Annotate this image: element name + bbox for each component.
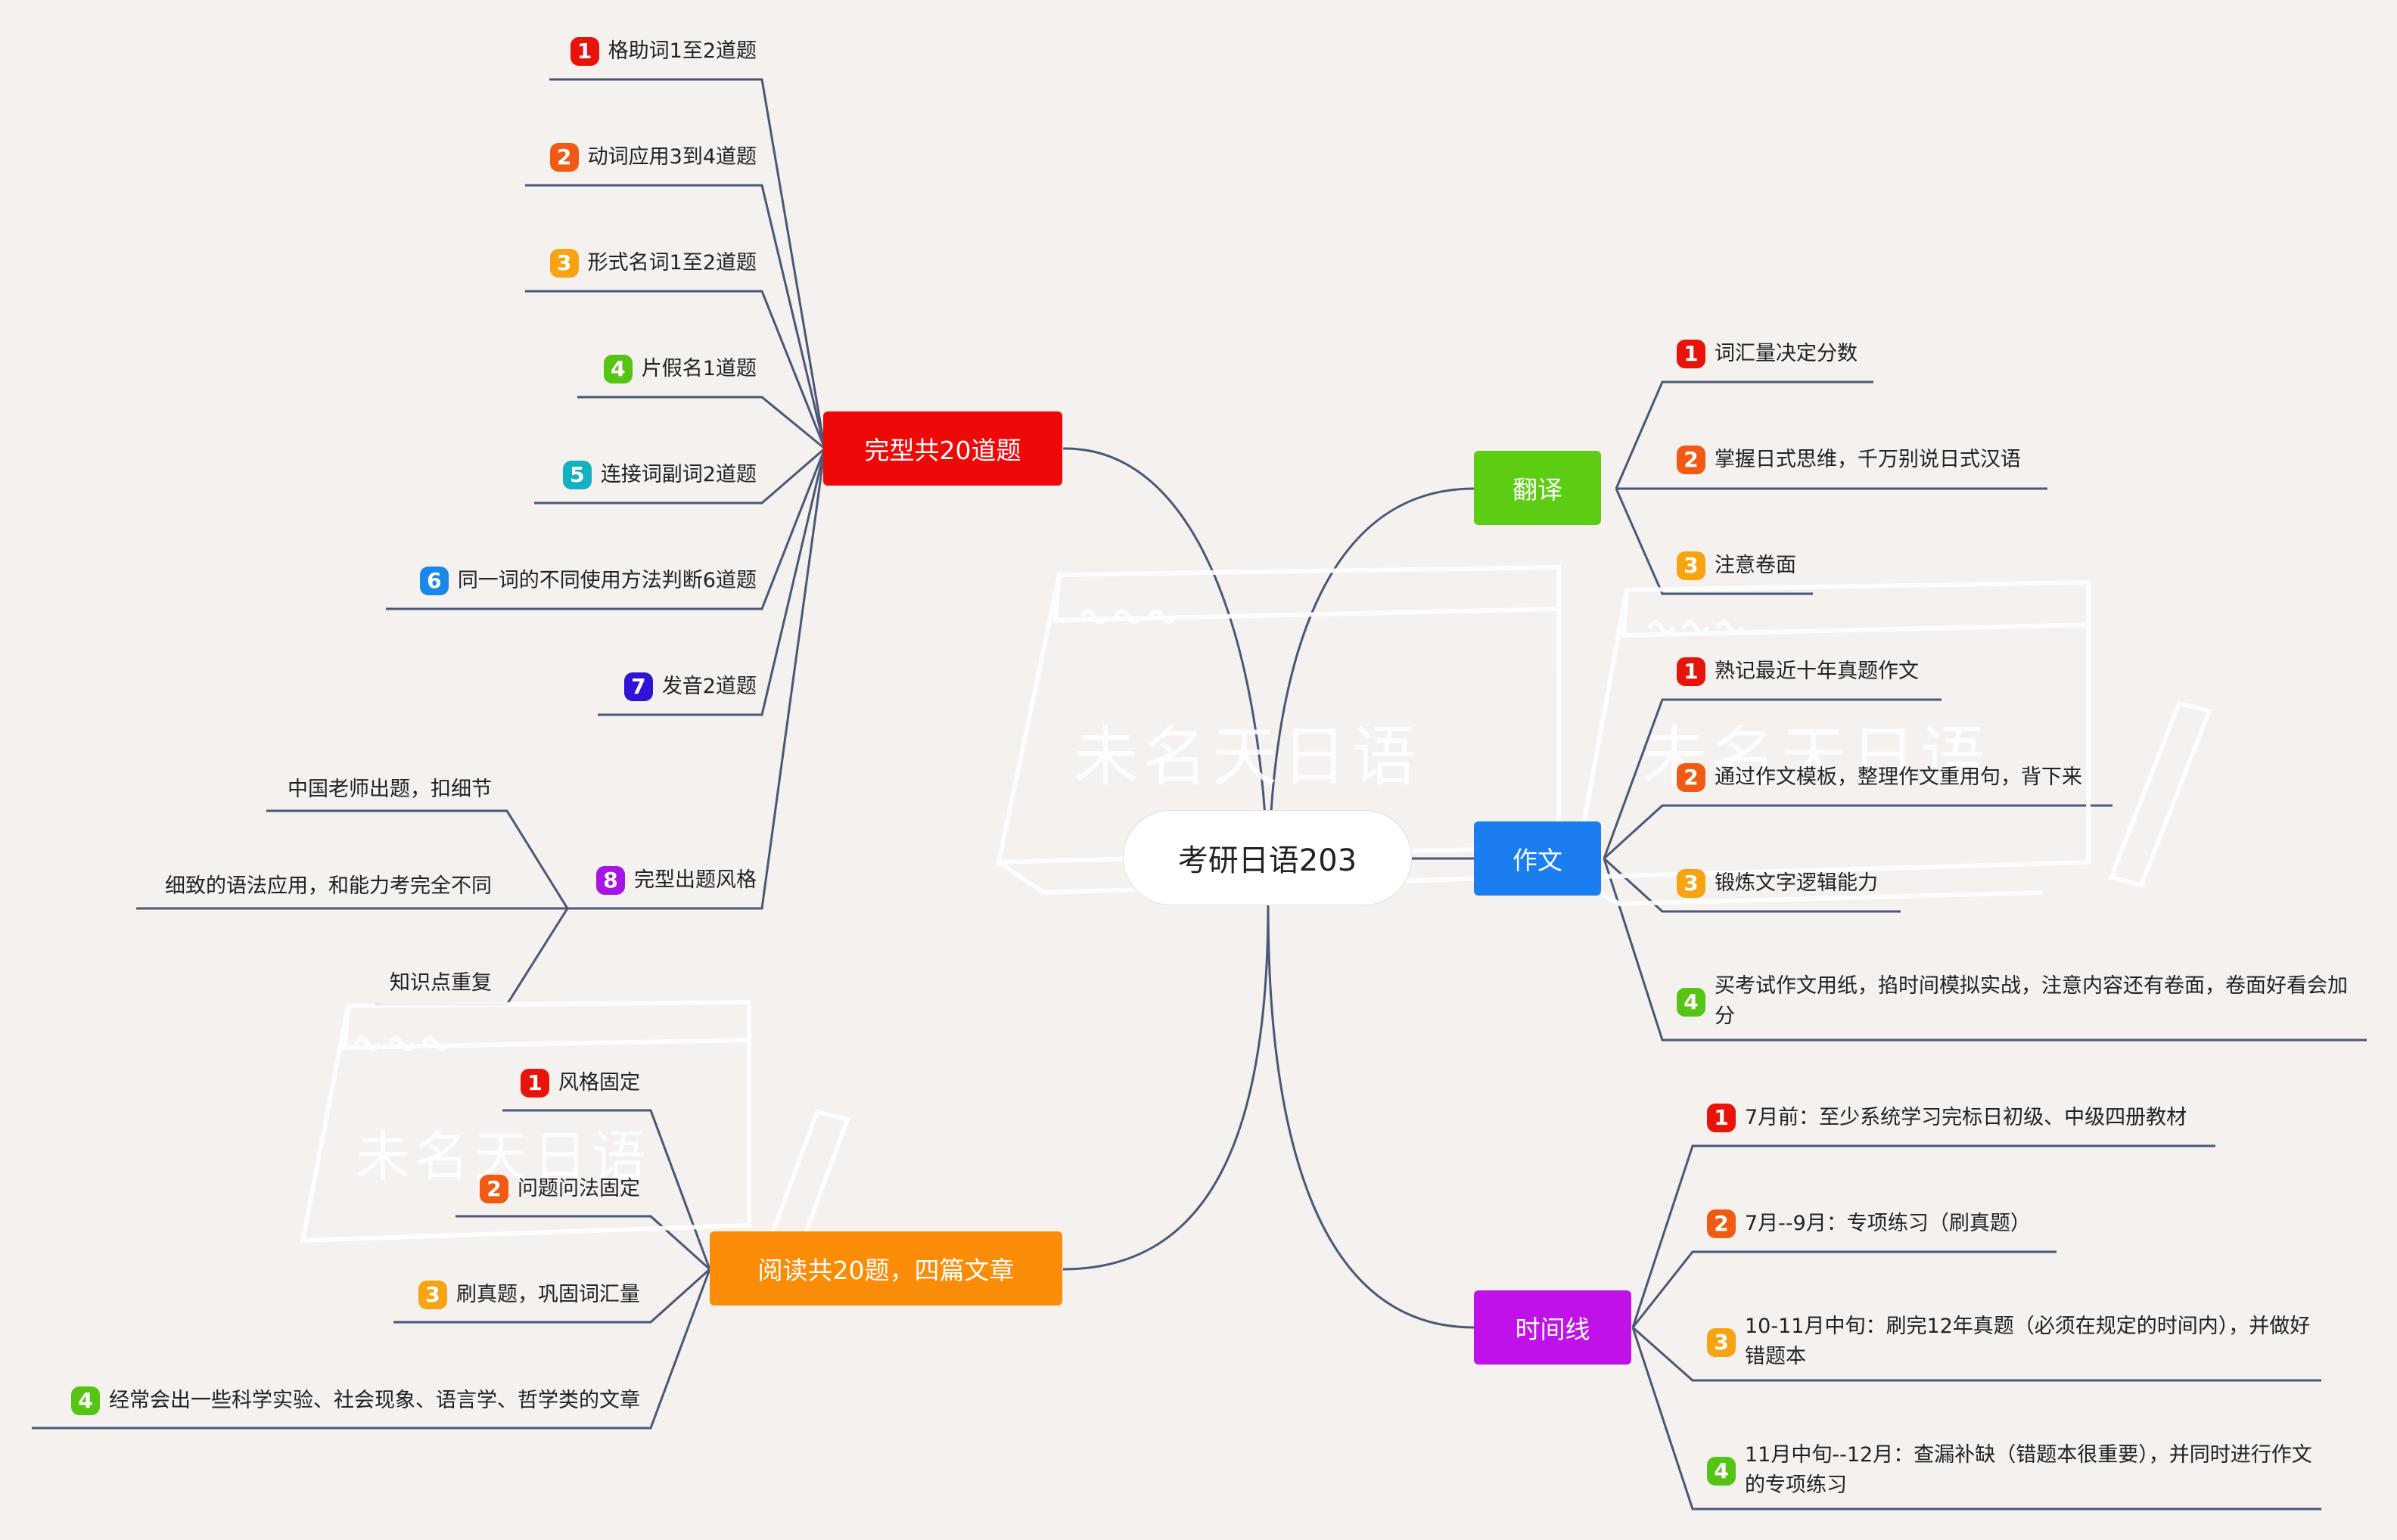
shijianxian-item-2-text: 7月--9月：专项练习（刷真题） — [1745, 1212, 2031, 1235]
number-2-badge: 2 — [1677, 763, 1705, 792]
wanxing-item-3[interactable]: 3 形式名词1至2道题 — [303, 248, 757, 278]
branch-shijianxian[interactable]: 时间线 — [1474, 1290, 1631, 1365]
watermark-sketch-2 — [1571, 579, 2213, 907]
shijianxian-item-4[interactable]: 4 11月中旬--12月：查漏补缺（错题本很重要），并同时进行作文的专项练习 — [1707, 1440, 2320, 1501]
number-1-badge: 1 — [570, 37, 599, 66]
number-4-badge: 4 — [1677, 988, 1705, 1017]
number-5-badge: 5 — [562, 461, 592, 489]
fanyi-item-3[interactable]: 3 注意卷面 — [1677, 551, 2206, 581]
zuowen-item-3[interactable]: 3 锻炼文字逻辑能力 — [1677, 868, 2282, 899]
fanyi-item-1[interactable]: 1 词汇量决定分数 — [1677, 339, 2206, 369]
number-7-badge: 7 — [623, 672, 653, 701]
connector-root-wanxing — [1062, 447, 1270, 905]
number-1-badge: 1 — [1707, 1104, 1736, 1132]
wanxing-style-item-3-text: 知识点重复 — [390, 971, 492, 995]
connectors-wanxing — [136, 78, 826, 1006]
branch-zuowen[interactable]: 作文 — [1474, 821, 1601, 896]
fanyi-item-2[interactable]: 2 掌握日式思维，千万别说日式汉语 — [1677, 445, 2206, 475]
yuedu-item-4-text: 经常会出一些科学实验、社会现象、语言学、哲学类的文章 — [109, 1389, 640, 1412]
connector-root-shijianxian — [1267, 903, 1475, 1329]
zuowen-item-4-text: 买考试作文用纸，掐时间模拟实战，注意内容还有卷面，卷面好看会加分 — [1715, 974, 2348, 1028]
number-2-badge: 2 — [549, 143, 579, 172]
yuedu-item-3-text: 刷真题，巩固词汇量 — [456, 1283, 640, 1306]
wanxing-item-8[interactable]: 8 完型出题风格 — [303, 865, 757, 896]
wanxing-item-1[interactable]: 1 格助词1至2道题 — [303, 36, 757, 67]
shijianxian-item-3-text: 10-11月中旬：刷完12年真题（必须在规定的时间内），并做好错题本 — [1745, 1315, 2311, 1368]
root-topic[interactable]: 考研日语203 — [1124, 811, 1411, 905]
branch-wanxing[interactable]: 完型共20道题 — [823, 411, 1062, 486]
number-1-badge: 1 — [1677, 340, 1705, 368]
wanxing-item-8-text: 完型出题风格 — [634, 868, 757, 892]
wanxing-item-3-text: 形式名词1至2道题 — [587, 251, 757, 275]
branch-wanxing-label: 完型共20道题 — [864, 436, 1021, 465]
yuedu-item-3[interactable]: 3 刷真题，巩固词汇量 — [262, 1280, 640, 1310]
zuowen-item-4[interactable]: 4 买考试作文用纸，掐时间模拟实战，注意内容还有卷面，卷面好看会加分 — [1677, 971, 2365, 1032]
number-1-badge: 1 — [521, 1069, 549, 1098]
connector-root-yuedu — [1062, 903, 1270, 1271]
wanxing-style-item-2-text: 细致的语法应用，和能力考完全不同 — [165, 874, 492, 898]
zuowen-item-1-text: 熟记最近十年真题作文 — [1715, 660, 1919, 683]
wanxing-item-1-text: 格助词1至2道题 — [608, 39, 757, 63]
yuedu-item-1[interactable]: 1 风格固定 — [262, 1068, 640, 1098]
wanxing-item-6[interactable]: 6 同一词的不同使用方法判断6道题 — [227, 566, 757, 596]
number-3-badge: 3 — [1677, 869, 1705, 898]
shijianxian-item-1[interactable]: 1 7月前：至少系统学习完标日初级、中级四册教材 — [1707, 1103, 2312, 1133]
branch-yuedu[interactable]: 阅读共20题，四篇文章 — [710, 1231, 1062, 1306]
wanxing-item-7[interactable]: 7 发音2道题 — [303, 672, 757, 702]
number-4-badge: 4 — [1707, 1457, 1736, 1486]
zuowen-item-1[interactable]: 1 熟记最近十年真题作文 — [1677, 657, 2282, 687]
wanxing-item-7-text: 发音2道题 — [661, 675, 757, 698]
connectors-zuowen — [1603, 698, 2367, 1042]
fanyi-item-3-text: 注意卷面 — [1715, 554, 1796, 577]
shijianxian-item-1-text: 7月前：至少系统学习完标日初级、中级四册教材 — [1745, 1106, 2187, 1129]
number-2-badge: 2 — [1707, 1209, 1736, 1238]
number-3-badge: 3 — [418, 1281, 447, 1309]
number-1-badge: 1 — [1677, 657, 1705, 686]
yuedu-item-2[interactable]: 2 问题问法固定 — [262, 1174, 640, 1204]
number-2-badge: 2 — [1677, 446, 1705, 474]
yuedu-item-4[interactable]: 4 经常会出一些科学实验、社会现象、语言学、哲学类的文章 — [20, 1386, 640, 1416]
branch-yuedu-label: 阅读共20题，四篇文章 — [757, 1256, 1015, 1285]
branch-fanyi-label: 翻译 — [1513, 475, 1562, 505]
root-topic-label: 考研日语203 — [1177, 843, 1357, 878]
wanxing-item-2-text: 动词应用3到4道题 — [587, 145, 757, 169]
shijianxian-item-3[interactable]: 3 10-11月中旬：刷完12年真题（必须在规定的时间内），并做好错题本 — [1707, 1312, 2320, 1372]
shijianxian-item-4-text: 11月中旬--12月：查漏补缺（错题本很重要），并同时进行作文的专项练习 — [1745, 1443, 2312, 1497]
number-3-badge: 3 — [549, 249, 579, 278]
number-4-badge: 4 — [603, 355, 633, 383]
zuowen-item-2-text: 通过作文模板，整理作文重用句，背下来 — [1715, 765, 2082, 789]
branch-fanyi[interactable]: 翻译 — [1474, 451, 1601, 525]
number-3-badge: 3 — [1707, 1328, 1736, 1357]
wanxing-style-item-1-text: 中国老师出题，扣细节 — [288, 778, 492, 801]
watermark-sketch-3 — [300, 999, 850, 1266]
yuedu-item-2-text: 问题问法固定 — [518, 1177, 640, 1200]
yuedu-item-1-text: 风格固定 — [558, 1071, 640, 1094]
connectors-yuedu — [32, 1109, 711, 1430]
fanyi-item-1-text: 词汇量决定分数 — [1715, 342, 1858, 365]
number-3-badge: 3 — [1677, 551, 1705, 580]
zuowen-item-3-text: 锻炼文字逻辑能力 — [1715, 871, 1878, 895]
wanxing-style-item-3[interactable]: 知识点重复 — [189, 968, 492, 998]
wanxing-style-item-1[interactable]: 中国老师出题，扣细节 — [113, 775, 492, 805]
number-6-badge: 6 — [419, 567, 449, 595]
number-2-badge: 2 — [480, 1175, 508, 1203]
number-4-badge: 4 — [71, 1386, 100, 1415]
shijianxian-item-2[interactable]: 2 7月--9月：专项练习（刷真题） — [1707, 1209, 2312, 1239]
wanxing-item-5[interactable]: 5 连接词副词2道题 — [303, 460, 757, 490]
wanxing-style-item-2[interactable]: 细致的语法应用，和能力考完全不同 — [8, 871, 492, 902]
wanxing-item-6-text: 同一词的不同使用方法判断6道题 — [457, 569, 757, 592]
wanxing-item-4-text: 片假名1道题 — [641, 357, 757, 380]
wanxing-item-2[interactable]: 2 动词应用3到4道题 — [303, 142, 757, 172]
fanyi-item-2-text: 掌握日式思维，千万别说日式汉语 — [1715, 448, 2021, 471]
branch-zuowen-label: 作文 — [1513, 846, 1562, 875]
connectors-shijianxian — [1631, 1144, 2321, 1511]
branch-shijianxian-label: 时间线 — [1515, 1315, 1590, 1344]
wanxing-item-5-text: 连接词副词2道题 — [600, 463, 757, 486]
connectors-fanyi — [1615, 380, 2047, 595]
number-8-badge: 8 — [596, 866, 625, 895]
zuowen-item-2[interactable]: 2 通过作文模板，整理作文重用句，背下来 — [1677, 762, 2282, 793]
wanxing-item-4[interactable]: 4 片假名1道题 — [303, 354, 757, 384]
